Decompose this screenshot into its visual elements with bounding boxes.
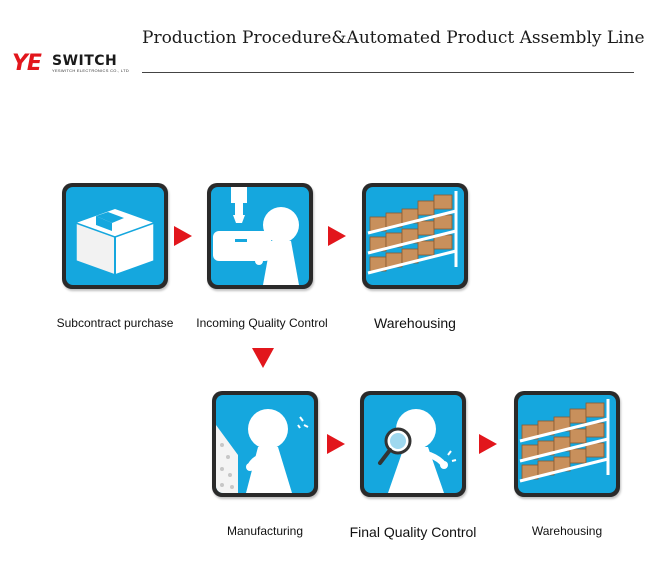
step-label: Final Quality Control <box>349 524 477 540</box>
title-divider <box>142 72 634 73</box>
step-label: Incoming Quality Control <box>196 316 328 330</box>
arrow-right-icon <box>479 434 497 454</box>
step-subcontract-purchase <box>62 183 168 289</box>
arrow-right-icon <box>328 226 346 246</box>
worker-icon <box>216 395 314 493</box>
arrow-down-icon <box>252 348 274 368</box>
arrow-right-icon <box>174 226 192 246</box>
step-warehousing-final <box>514 391 620 497</box>
inspector-icon <box>211 187 309 285</box>
logo-subtext: YESWITCH ELECTRONICS CO., LTD <box>52 68 130 73</box>
box-icon <box>66 187 164 285</box>
logo-text: SWITCH <box>52 53 118 69</box>
company-logo: YE SWITCH YESWITCH ELECTRONICS CO., LTD <box>12 51 129 76</box>
step-label: Subcontract purchase <box>56 316 174 330</box>
logo-mark: YE <box>12 51 42 76</box>
step-warehousing <box>362 183 468 289</box>
magnifier-inspector-icon <box>364 395 462 493</box>
step-label: Warehousing <box>374 315 456 331</box>
step-label: Warehousing <box>531 524 603 538</box>
step-incoming-quality-control <box>207 183 313 289</box>
step-manufacturing <box>212 391 318 497</box>
step-final-quality-control <box>360 391 466 497</box>
arrow-right-icon <box>327 434 345 454</box>
page-title: Production Procedure&Automated Product A… <box>142 28 645 48</box>
warehouse-shelves-icon <box>366 187 464 285</box>
warehouse-shelves-icon <box>518 395 616 493</box>
step-label: Manufacturing <box>226 524 304 538</box>
